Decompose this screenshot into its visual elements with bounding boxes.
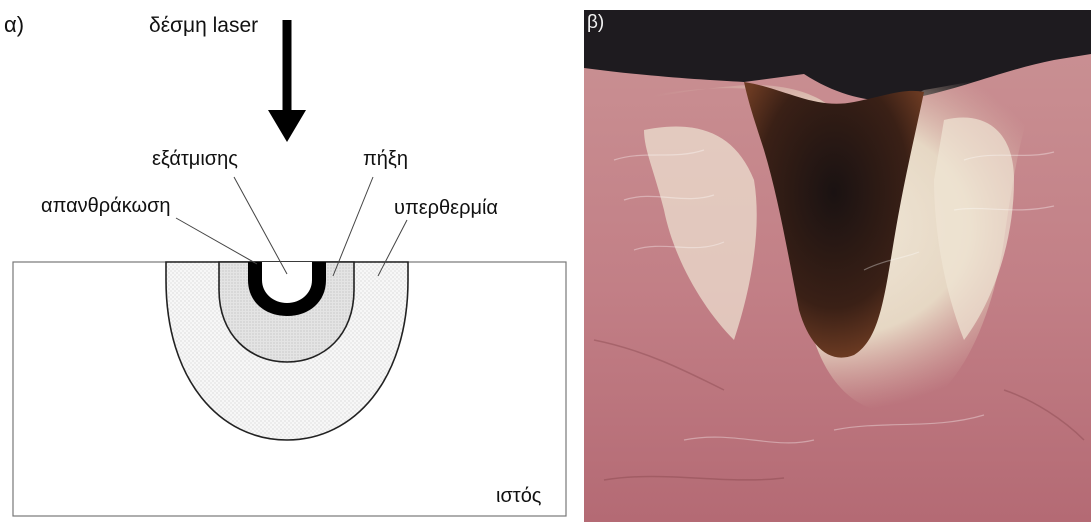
- leader-line-vaporization: [234, 177, 287, 274]
- label-tissue: ιστός: [496, 485, 542, 507]
- panel-b-tag: β): [587, 12, 604, 34]
- leader-line-coagulation: [333, 177, 373, 276]
- label-vaporization: εξάτμισης: [152, 148, 238, 170]
- diagram-panel: α) δέσ: [0, 0, 580, 522]
- label-carbonization: απανθράκωση: [41, 195, 171, 217]
- label-coagulation: πήξη: [363, 148, 408, 170]
- label-laser-beam: δέσμη laser: [149, 14, 258, 37]
- laser-zone-diagram: δέσμη laser εξάτμισης πήξη απανθράκωση υ…: [0, 0, 580, 522]
- tissue-photo-illustration: [584, 10, 1091, 522]
- panel-a-tag: α): [4, 12, 24, 38]
- tissue-photo: β): [584, 10, 1091, 522]
- laser-beam-arrow-head: [268, 110, 306, 142]
- leader-line-carbonization: [176, 218, 257, 264]
- label-hyperthermia: υπερθερμία: [394, 197, 498, 219]
